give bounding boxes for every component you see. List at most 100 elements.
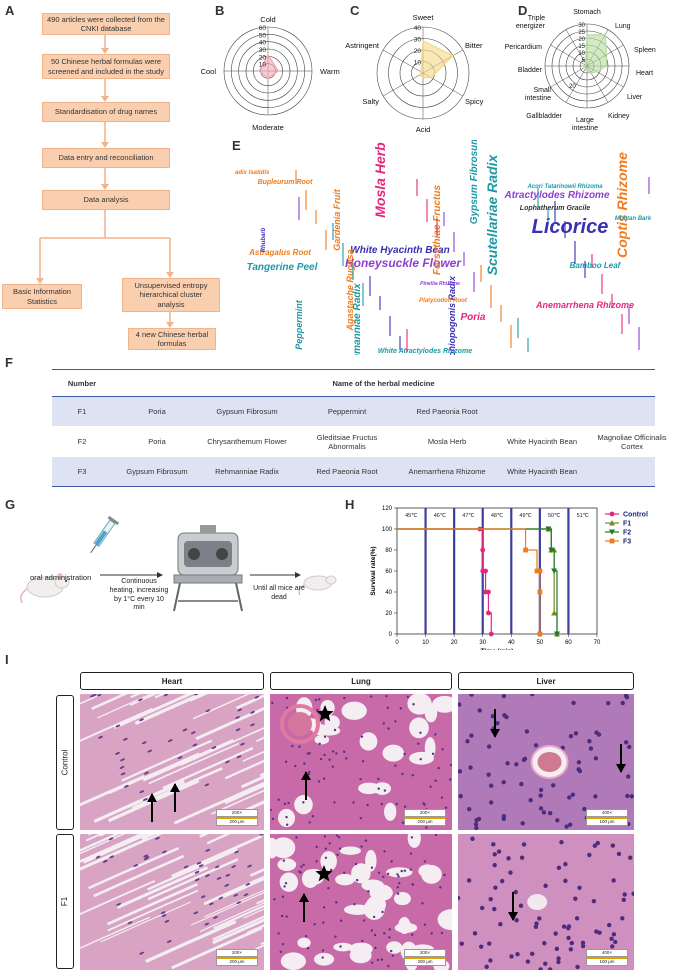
radar-axis-label: Kidney (608, 113, 630, 120)
histology-image-heart-f1: 200×200 μm (80, 834, 264, 970)
endpoint-label: Until all mice are dead (253, 585, 305, 601)
radar-axis-label: Acid (416, 125, 431, 134)
radar-tick-label: 15 (578, 44, 585, 50)
temperature-label: 50℃ (548, 513, 561, 519)
word-cloud-filler (554, 201, 556, 224)
histology-image-lung-f1: 200×200 μm (270, 834, 452, 970)
flow-step-collect: 490 articles were collected from the CNK… (42, 13, 170, 35)
radar-tick-label: 20 (259, 54, 267, 61)
histology-image-heart-control: 200×200 μm (80, 694, 264, 830)
radar-tick-label: 40 (414, 25, 422, 32)
radar-tick-label: 10 (259, 62, 267, 69)
word-cloud-term: Agastache Rugosa (345, 249, 355, 331)
y-axis-label: Survival rate(%) (370, 546, 377, 595)
radar-axis-label: Astringent (345, 41, 380, 50)
word-cloud-filler (648, 177, 650, 194)
histology-row-control: Control (56, 695, 74, 830)
table-cell-herb: White Hyacinth Bean (506, 467, 578, 476)
x-tick-label: 70 (594, 640, 601, 646)
histology-row-f1-label: F1 (60, 896, 70, 907)
word-cloud-term: Moutan Bark (615, 216, 652, 222)
radar-series-area (419, 39, 454, 79)
histology-row-control-label: Control (60, 749, 70, 776)
word-cloud-term: Radix Isatidis (235, 170, 270, 176)
histology-image-liver-f1: 400×100 μm (458, 834, 634, 970)
radar-axis-label: intestine (572, 125, 598, 132)
heating-chamber-icon (173, 525, 243, 612)
word-cloud-term: Acori Tatarinowii Rhizoma (526, 184, 603, 190)
word-cloud-filler (517, 318, 519, 338)
scale-length: 200 μm (405, 817, 445, 825)
radar-spoke (565, 65, 588, 103)
histology-col-liver: Liver (458, 672, 634, 690)
word-cloud-filler (574, 241, 576, 264)
protocol-illustration (20, 515, 337, 612)
table-cell-herb: Rehmanniae Radix (215, 467, 279, 476)
radar-tick-label: 30 (259, 47, 267, 54)
table-cell-herb: Red Paeonia Root (416, 407, 478, 416)
data-point (537, 568, 543, 574)
word-cloud-term: Rehmanniae Radix (352, 283, 363, 355)
radar-tick-label: 30 (578, 23, 585, 29)
word-cloud-filler (638, 327, 640, 350)
flow-basic-statistics: Basic Information Statistics (2, 284, 82, 309)
radar-axis-label: Small (533, 87, 551, 94)
word-cloud-filler (510, 325, 512, 348)
radar-tick-label: 10 (578, 51, 585, 57)
temperature-label: 45℃ (405, 513, 418, 519)
radar-axis-label: Stomach (573, 9, 601, 16)
panel-label-h: H (345, 497, 355, 512)
table-cell-herb (592, 397, 672, 426)
mouse-dead-icon (298, 575, 337, 596)
word-cloud-term: Astragalus Root (248, 248, 311, 257)
table-cell-herb: White Hyacinth Bean (506, 437, 578, 446)
flow-new-formulas: 4 new Chinese herbal formulas (128, 328, 216, 350)
data-point (523, 547, 528, 553)
word-cloud-term: Pinellia Rhizome (420, 281, 460, 287)
table-cell-herb (502, 397, 582, 426)
radar-axis-label: Moderate (252, 123, 284, 132)
flow-step-entry: Data entry and reconciliation (42, 148, 170, 168)
data-point (548, 547, 555, 553)
x-tick-label: 0 (395, 640, 399, 646)
data-point (534, 568, 540, 574)
histology-image-liver-control: 400×100 μm (458, 694, 634, 830)
flow-step-analysis: Data analysis (42, 190, 170, 210)
radar-tick-label: 30 (414, 37, 422, 44)
word-cloud-filler (332, 223, 334, 240)
scale-length: 100 μm (587, 957, 627, 965)
radar-axis-label: Lung (615, 23, 631, 30)
table-cell-number: F2 (77, 437, 87, 446)
data-point (609, 529, 615, 535)
word-cloud-filler (416, 179, 418, 196)
table-cell-number: F1 (77, 407, 87, 416)
word-cloud-term: Platycodon Root (419, 298, 468, 304)
radar-tick-label: 5 (582, 58, 586, 64)
radar-tick-label: 10 (414, 60, 422, 67)
histology-row-f1: F1 (56, 834, 74, 969)
radar-axis-label: Spleen (634, 47, 656, 54)
table-cell-herb: Poria (148, 437, 166, 446)
histology-col-lung: Lung (270, 672, 452, 690)
word-cloud-filler (352, 263, 354, 280)
panel-label-a: A (5, 3, 15, 18)
data-point (551, 610, 558, 616)
legend-label: F3 (623, 539, 631, 546)
word-cloud-term: Anemarrhena Rhizome (535, 300, 634, 310)
scale-bar: 200×200 μm (216, 809, 258, 826)
syringe-icon (90, 515, 120, 554)
table-cell-herb: Gleditsiae Fructus Abnormalis (316, 432, 378, 451)
panel-label-i: I (5, 652, 9, 667)
scale-magnification: 400× (587, 810, 627, 817)
histology-image-lung-control: 200×200 μm (270, 694, 452, 830)
data-point (545, 526, 552, 532)
legend-label: Control (623, 512, 648, 519)
plot-area (396, 507, 598, 635)
word-cloud-filler (453, 232, 455, 252)
radar-axis-label: Large (576, 117, 594, 124)
table-cell-herb: Gypsum Fibrosum (126, 467, 188, 476)
word-cloud-term: Bamboo Leaf (570, 261, 622, 270)
word-cloud-filler (298, 197, 300, 220)
